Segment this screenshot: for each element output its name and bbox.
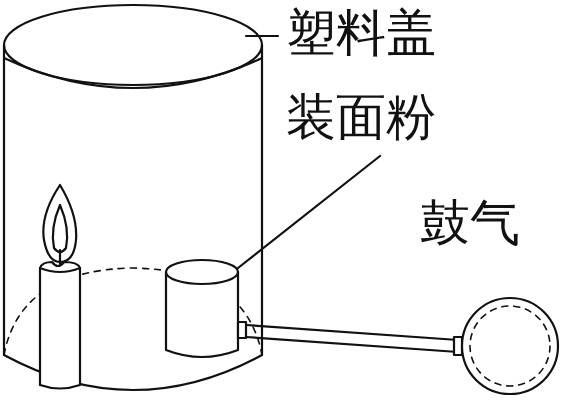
air-bulb (462, 298, 558, 394)
flour-cup-rim (166, 260, 238, 284)
wick (59, 250, 61, 264)
candle (40, 268, 80, 389)
inner-flame (53, 205, 67, 252)
container-wall (261, 45, 263, 355)
air-tube (246, 325, 458, 352)
leader-line (238, 156, 380, 268)
air-bulb-inner (470, 306, 550, 386)
container-wall (3, 45, 5, 355)
bulb-neck (454, 337, 462, 355)
part-label: 鼓气 (420, 196, 520, 251)
part-label: 塑料盖 (286, 6, 436, 61)
tube-joint (238, 322, 246, 338)
lid-rim (4, 58, 262, 88)
leader-line (246, 35, 278, 37)
part-label: 装面粉 (286, 90, 436, 145)
